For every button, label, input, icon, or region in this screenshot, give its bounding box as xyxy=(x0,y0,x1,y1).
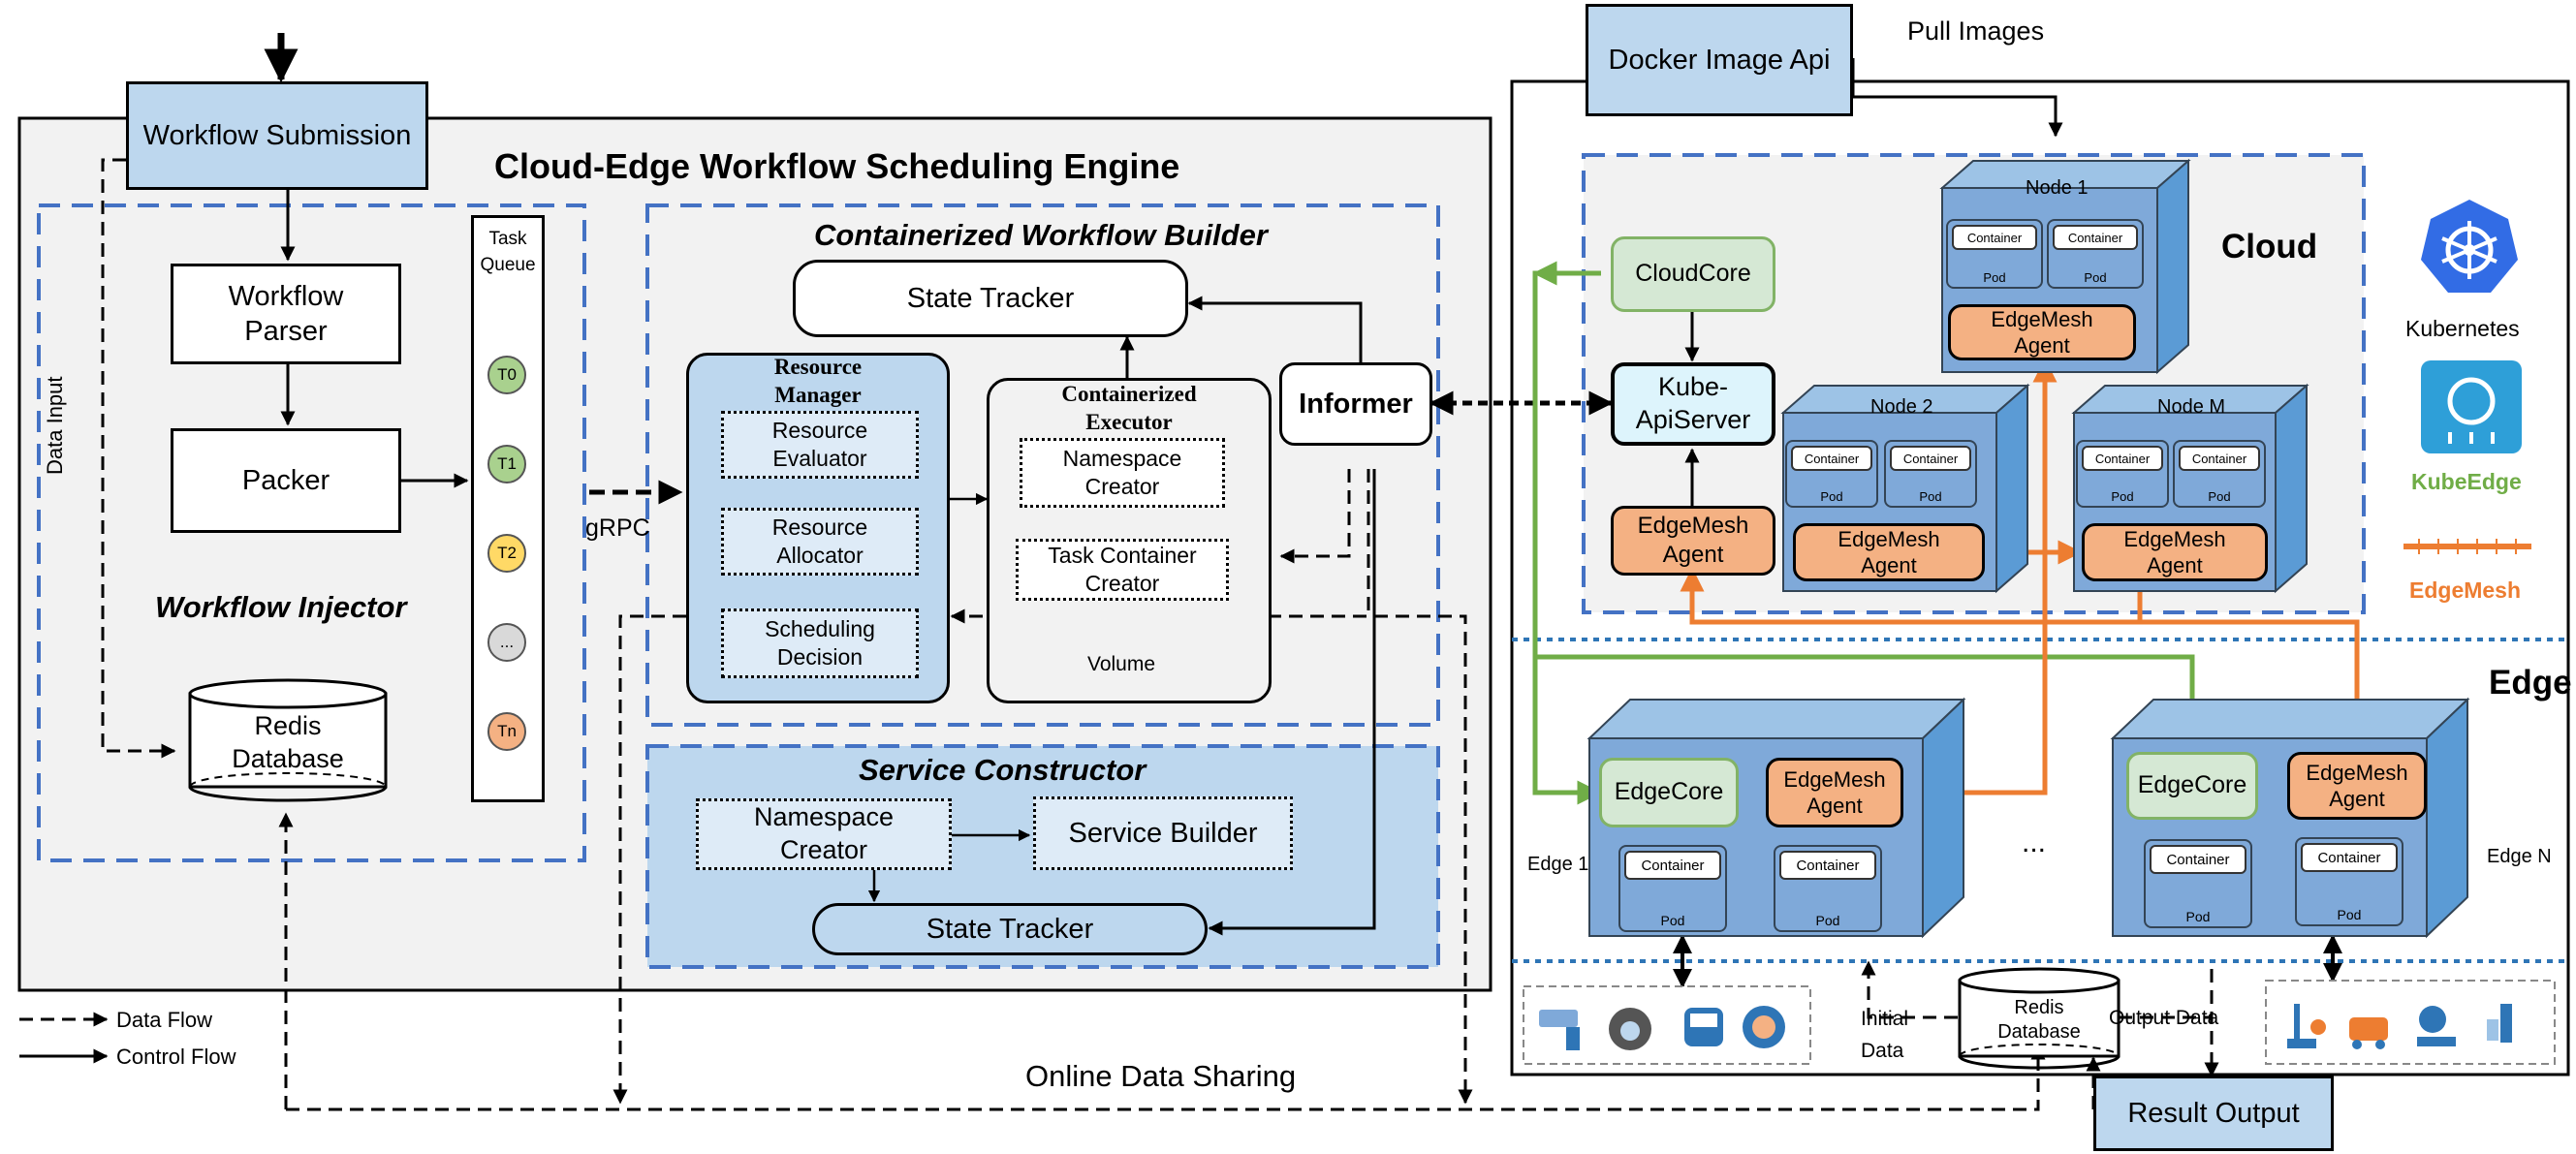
cloud-label: Cloud xyxy=(2221,228,2318,265)
kubeedge-logo xyxy=(2421,360,2522,453)
node2-label: Node 2 xyxy=(1870,396,1933,418)
scheduling-decision-box[interactable]: Scheduling Decision xyxy=(721,608,919,678)
volume-label: Volume xyxy=(1086,652,1156,675)
edge-ellipsis: ... xyxy=(2022,827,2047,858)
legend-control-flow: Control Flow xyxy=(116,1045,236,1069)
containerized-executor-label: Containerized Executor xyxy=(1061,382,1197,434)
edge1-edgemesh-agent[interactable]: EdgeMesh Agent xyxy=(1766,758,1903,827)
edge1-label: Edge 1 xyxy=(1527,854,1589,875)
service-constructor-title: Service Constructor xyxy=(859,753,1147,787)
edge-label: Edge xyxy=(2489,664,2572,702)
edgen-edgecore[interactable]: EdgeCore xyxy=(2126,752,2258,820)
namespace-creator-box[interactable]: Namespace Creator xyxy=(1020,438,1225,508)
service-namespace-creator-box[interactable]: Namespace Creator xyxy=(696,798,952,870)
task-t0[interactable]: T0 xyxy=(487,356,526,394)
workflow-injector-title: Workflow Injector xyxy=(155,590,407,624)
cloud-edgemesh-agent[interactable]: EdgeMesh Agent xyxy=(1611,506,1775,576)
task-container-creator-box[interactable]: Task Container Creator xyxy=(1016,539,1229,601)
dome-camera-icon xyxy=(1609,1008,1651,1050)
pull-images-label: Pull Images xyxy=(1907,16,2045,46)
gear-conveyor-icon xyxy=(2417,1006,2456,1046)
bus-icon xyxy=(1684,1008,1723,1046)
edge1-edgecore[interactable]: EdgeCore xyxy=(1599,758,1739,827)
workflow-parser-box[interactable]: Workflow Parser xyxy=(171,264,401,364)
container-label: Container xyxy=(1952,225,2037,250)
informer-box[interactable]: Informer xyxy=(1279,362,1432,446)
node1-edgemesh-agent[interactable]: EdgeMesh Agent xyxy=(1948,304,2136,360)
container-label: Container xyxy=(1890,446,1971,471)
edgemesh-logo xyxy=(2403,539,2531,554)
kubeedge-label: KubeEdge xyxy=(2411,469,2522,494)
redis-database-left[interactable]: Redis Database xyxy=(232,711,344,773)
robot-icon xyxy=(1743,1006,1785,1048)
container-label: Container xyxy=(1779,851,1876,880)
container-label: Container xyxy=(1624,851,1721,880)
packer-box[interactable]: Packer xyxy=(171,428,401,533)
redis-cylinder-left xyxy=(188,678,388,802)
task-tn[interactable]: Tn xyxy=(487,712,526,751)
sensor-icon xyxy=(2487,1004,2512,1043)
grpc-label: gRPC xyxy=(585,515,650,542)
container-label: Container xyxy=(2053,225,2138,250)
task-ellipsis: ... xyxy=(487,623,526,662)
container-label: Container xyxy=(2150,845,2246,874)
task-t1[interactable]: T1 xyxy=(487,445,526,483)
workflow-submission-box[interactable]: Workflow Submission xyxy=(126,81,428,190)
car-factory-icon xyxy=(2349,1017,2388,1049)
node2-edgemesh-agent[interactable]: EdgeMesh Agent xyxy=(1793,523,1985,581)
docker-image-api-box[interactable]: Docker Image Api xyxy=(1586,4,1853,116)
task-queue-label: Task Queue xyxy=(480,229,536,275)
edgen-edgemesh-agent[interactable]: EdgeMesh Agent xyxy=(2287,752,2427,820)
camera-icon xyxy=(1539,1010,1580,1050)
resource-manager-label: Resource Manager xyxy=(773,355,863,407)
container-label: Container xyxy=(2179,446,2260,471)
edgemesh-logo-label: EdgeMesh xyxy=(2409,577,2522,603)
kube-apiserver-box[interactable]: Kube-ApiServer xyxy=(1611,362,1775,446)
cloudcore-box[interactable]: CloudCore xyxy=(1611,236,1775,312)
edgen-label: Edge N xyxy=(2487,846,2552,867)
state-tracker-service[interactable]: State Tracker xyxy=(812,903,1208,955)
robot-arm-icon xyxy=(2287,1004,2326,1048)
redis-database-right[interactable]: Redis Database xyxy=(1997,997,2081,1043)
builder-region xyxy=(645,203,1440,727)
result-output-box[interactable]: Result Output xyxy=(2093,1076,2334,1151)
nodem-edgemesh-agent[interactable]: EdgeMesh Agent xyxy=(2082,523,2268,581)
node1-label: Node 1 xyxy=(2026,177,2089,199)
kubernetes-label: Kubernetes xyxy=(2405,316,2520,341)
task-t2[interactable]: T2 xyxy=(487,534,526,573)
container-label: Container xyxy=(1791,446,1872,471)
builder-title: Containerized Workflow Builder xyxy=(814,218,1268,252)
resource-evaluator-box[interactable]: Resource Evaluator xyxy=(721,411,919,479)
task-queue-box xyxy=(471,215,545,802)
initial-data-label: Initial Data xyxy=(1861,1008,1909,1062)
data-input-label: Data Input xyxy=(43,376,67,475)
service-builder-box[interactable]: Service Builder xyxy=(1033,796,1293,870)
online-data-sharing-label: Online Data Sharing xyxy=(1025,1059,1297,1093)
state-tracker-top[interactable]: State Tracker xyxy=(793,260,1188,337)
legend-data-flow: Data Flow xyxy=(116,1008,213,1032)
kubernetes-logo xyxy=(2421,200,2518,293)
redis-cylinder-right xyxy=(1958,967,2120,1070)
nodem-label: Node M xyxy=(2157,396,2226,418)
engine-title: Cloud-Edge Workflow Scheduling Engine xyxy=(494,146,1180,186)
container-label: Container xyxy=(2301,843,2398,872)
resource-allocator-box[interactable]: Resource Allocator xyxy=(721,508,919,576)
output-data-label: Output Data xyxy=(2109,1007,2219,1029)
container-label: Container xyxy=(2082,446,2163,471)
injector-region xyxy=(37,203,586,862)
